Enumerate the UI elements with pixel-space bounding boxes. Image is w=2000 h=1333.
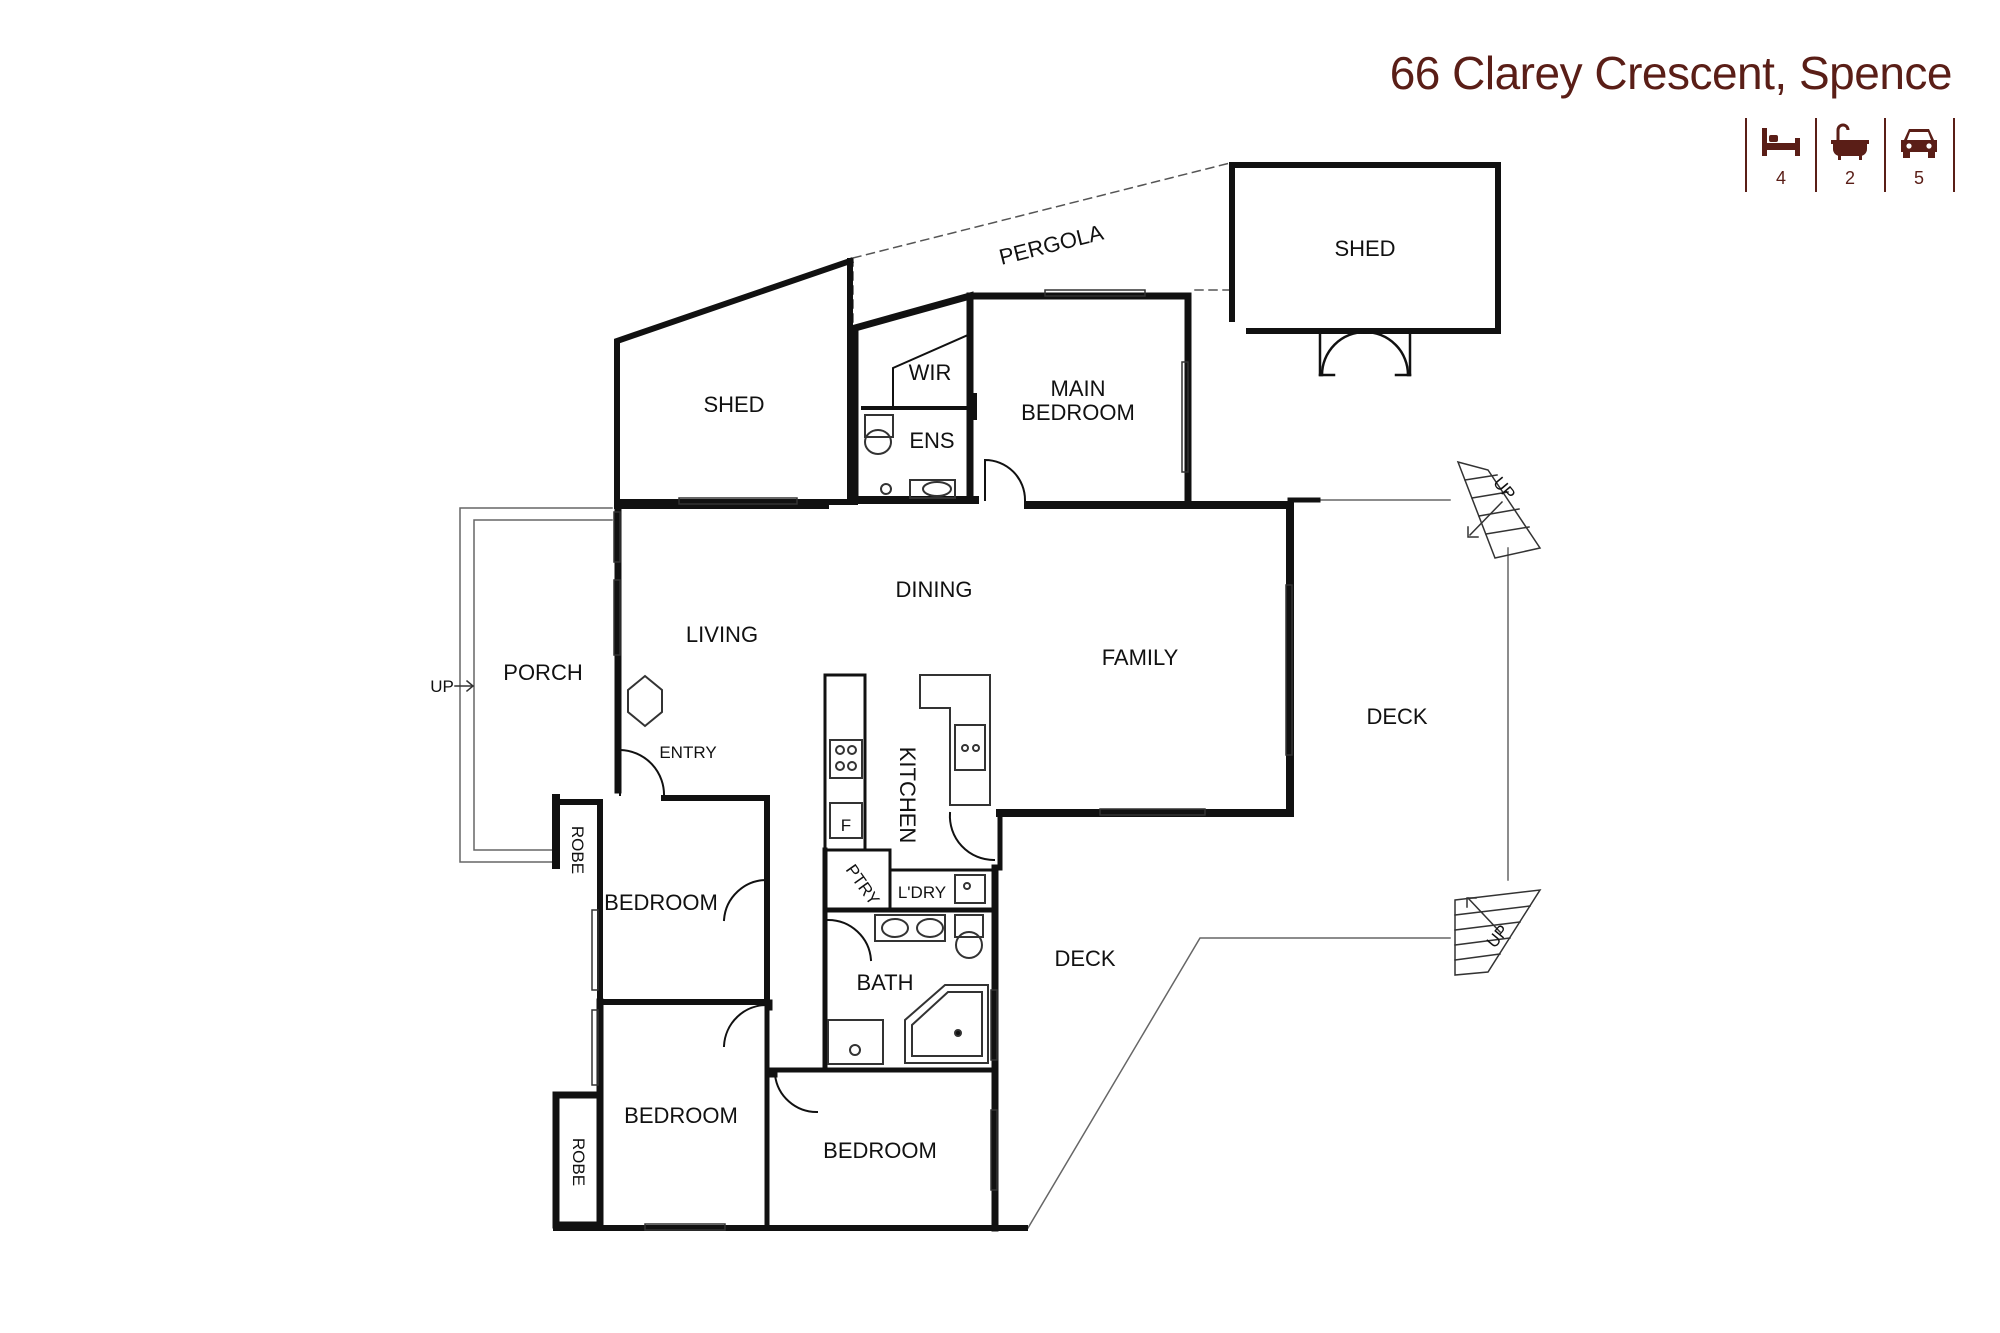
bathrooms-count: 2 — [1844, 168, 1855, 188]
bedroom-door — [722, 878, 769, 922]
kitchen-bench — [823, 673, 867, 912]
bedroom-door — [722, 1003, 769, 1048]
pergola-label: PERGOLA — [997, 220, 1107, 270]
deck-south-label: DECK — [1054, 946, 1115, 971]
feature-divider — [1745, 118, 1747, 192]
shed-left-label: SHED — [703, 392, 764, 417]
parking-count: 5 — [1913, 168, 1924, 188]
porch-outline — [473, 519, 613, 851]
dining-label: DINING — [896, 577, 973, 602]
pantry-label: PTRY — [842, 861, 883, 909]
robe-1-label: ROBE — [568, 826, 587, 874]
deck-stairs-bottom — [1454, 889, 1542, 976]
main-bedroom-label-line1: MAIN — [1051, 376, 1106, 401]
property-features: 4 2 5 — [1745, 118, 1955, 192]
kitchen-door — [948, 811, 996, 862]
exterior-wall — [552, 998, 604, 1229]
bedrooms-count: 4 — [1775, 168, 1786, 188]
entry-door — [618, 748, 666, 799]
bath-icon — [1831, 123, 1869, 160]
feature-divider — [1815, 118, 1817, 192]
porch-label: PORCH — [503, 660, 582, 685]
deck-outline — [1026, 937, 1451, 1230]
address-title: 66 Clarey Crescent, Spence — [1389, 47, 1953, 99]
laundry-wall — [823, 848, 892, 912]
bath-door — [826, 918, 873, 962]
living-label: LIVING — [686, 622, 758, 647]
shed-right-label: SHED — [1334, 236, 1395, 261]
shed-left-walls — [614, 257, 858, 505]
porch-up-label: UP — [430, 677, 454, 696]
fixtures — [627, 414, 991, 1065]
bedroom-door — [773, 1073, 819, 1114]
parking-feature: 5 — [1886, 118, 1952, 192]
laundry-label: L'DRY — [898, 883, 946, 902]
windows — [591, 289, 1293, 1231]
deck-stairs-top — [1456, 460, 1542, 559]
feature-divider — [1884, 118, 1886, 192]
bedroom-1-label: BEDROOM — [604, 890, 718, 915]
family-label: FAMILY — [1102, 645, 1179, 670]
shed-right-doors — [1318, 329, 1412, 377]
main-bedroom-label-line2: BEDROOM — [1021, 400, 1135, 425]
robe-2-label: ROBE — [569, 1138, 588, 1186]
bedroom-3-label: BEDROOM — [823, 1138, 937, 1163]
entry-label: ENTRY — [659, 743, 716, 762]
bath-label: BATH — [856, 970, 913, 995]
bed-icon — [1762, 128, 1800, 156]
exterior-wall — [851, 291, 974, 504]
kitchen-label: KITCHEN — [895, 747, 920, 844]
ens-label: ENS — [909, 428, 954, 453]
bedroom-2-label: BEDROOM — [624, 1103, 738, 1128]
bedrooms-feature: 4 — [1748, 118, 1814, 192]
pergola-outline — [852, 162, 1231, 259]
porch-up-arrow — [454, 679, 475, 693]
main-bedroom-door — [984, 458, 1027, 502]
car-icon — [1901, 129, 1937, 158]
wir-wall — [892, 333, 970, 409]
deck-east-label: DECK — [1366, 704, 1427, 729]
exterior-wall — [996, 501, 1294, 817]
fridge-label: F — [841, 816, 851, 835]
feature-divider — [1953, 118, 1955, 192]
porch-outline — [459, 507, 613, 863]
bathrooms-feature: 2 — [1817, 118, 1883, 192]
wir-label: WIR — [909, 360, 952, 385]
